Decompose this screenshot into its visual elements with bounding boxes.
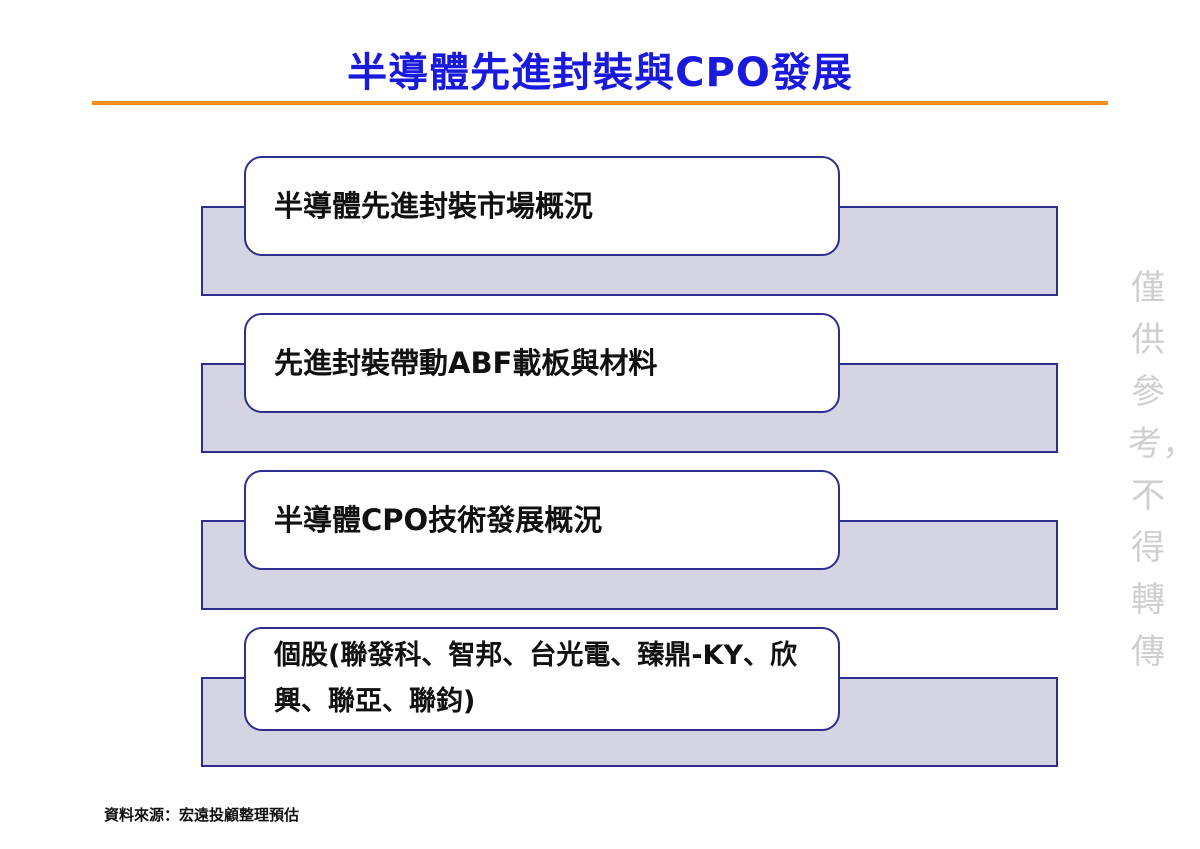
agenda-item-2: 先進封裝帶動ABF載板與材料 [244,313,840,413]
agenda-item-label: 半導體CPO技術發展概況 [274,503,603,537]
page-title: 半導體先進封裝與CPO發展 [347,50,853,96]
agenda-item-1: 半導體先進封裝市場概況 [244,156,840,256]
agenda-item-label: 個股(聯發科、智邦、台光電、臻鼎-KY、欣興、聯亞、聯鈞) [274,640,798,717]
agenda-item-4: 個股(聯發科、智邦、台光電、臻鼎-KY、欣興、聯亞、聯鈞) [244,627,840,731]
agenda-item-3: 半導體CPO技術發展概況 [244,470,840,570]
source-note: 資料來源：宏遠投顧整理預估 [104,806,300,824]
watermark-vertical: 僅供參考，不得轉傳 [1128,268,1196,672]
agenda-item-label: 先進封裝帶動ABF載板與材料 [274,346,658,380]
title-divider [92,101,1108,105]
agenda-item-label: 半導體先進封裝市場概況 [274,189,594,223]
